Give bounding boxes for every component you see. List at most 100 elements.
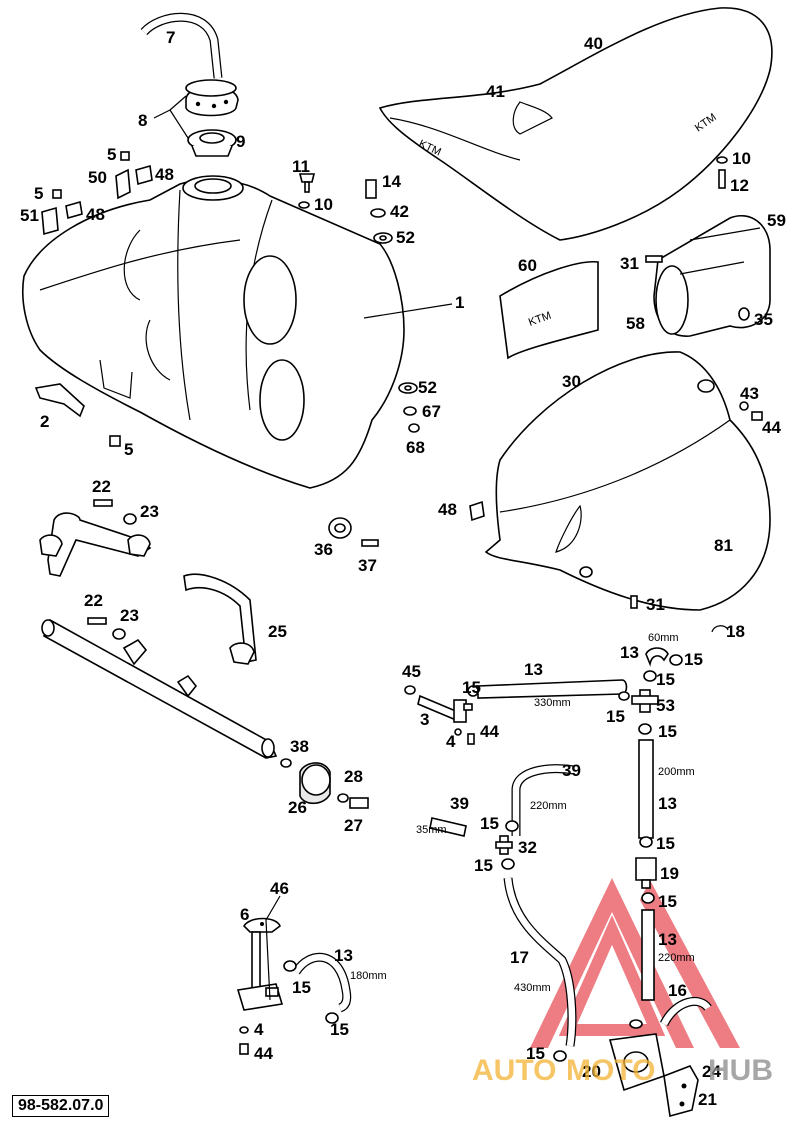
label-15: 15	[526, 1044, 545, 1063]
label-50: 50	[88, 168, 107, 187]
label-23: 23	[120, 606, 139, 625]
dim-60mm: 60mm	[648, 632, 679, 644]
label-3: 3	[420, 710, 429, 729]
label-4: 4	[254, 1020, 264, 1039]
label-44: 44	[762, 418, 781, 437]
fuel-filter-part	[635, 857, 657, 889]
label-13: 13	[658, 794, 677, 813]
hose-clamp	[641, 892, 655, 904]
label-32: 32	[518, 838, 537, 857]
label-11: 11	[292, 157, 310, 176]
label-22: 22	[92, 477, 111, 496]
seat-part: KTM KTM	[378, 7, 773, 241]
t-piece-part	[631, 689, 659, 713]
dim-180mm: 180mm	[350, 970, 387, 982]
label-13: 13	[620, 643, 639, 662]
label-31: 31	[620, 254, 639, 273]
label-15: 15	[480, 814, 499, 833]
label-2: 2	[40, 412, 49, 431]
hose-clamp	[639, 836, 653, 848]
dim-430mm: 430mm	[514, 982, 551, 994]
vent-hose-part	[140, 12, 223, 79]
label-48: 48	[86, 205, 105, 224]
label-38: 38	[290, 737, 309, 756]
hose-35mm	[429, 817, 467, 837]
hose-clamp	[501, 858, 515, 870]
label-13: 13	[658, 930, 677, 949]
label-20: 20	[582, 1062, 601, 1081]
label-44: 44	[254, 1044, 273, 1063]
label-23: 23	[140, 502, 159, 521]
label-35: 35	[754, 310, 773, 329]
label-41: 41	[486, 82, 505, 101]
label-13: 13	[524, 660, 543, 679]
label-44: 44	[480, 722, 499, 741]
dim-220mm: 220mm	[530, 800, 567, 812]
drawing-code: 98-582.07.0	[12, 1095, 110, 1117]
fuel-tank-part	[21, 175, 405, 489]
tank-bracket-frame-part	[39, 512, 278, 759]
seat-bolt-part	[716, 156, 728, 189]
hose-clamp	[638, 723, 652, 735]
label-67: 67	[422, 402, 441, 421]
side-cover-part	[484, 351, 771, 611]
dim-330mm: 330mm	[534, 697, 571, 709]
clip-screws-part	[41, 151, 153, 236]
label-7: 7	[166, 28, 175, 47]
label-15: 15	[292, 978, 311, 997]
rubber-mount-part	[280, 758, 369, 809]
fuel-pump-part	[553, 1019, 665, 1092]
label-5: 5	[34, 184, 43, 203]
label-51: 51	[20, 206, 39, 225]
label-60: 60	[518, 256, 537, 275]
label-58: 58	[626, 314, 645, 333]
label-15: 15	[474, 856, 493, 875]
fuel-hose-430mm	[503, 877, 577, 1047]
label-28: 28	[344, 767, 363, 786]
label-16: 16	[668, 981, 687, 1000]
label-26: 26	[288, 798, 307, 817]
label-15: 15	[606, 707, 625, 726]
label-48: 48	[438, 500, 457, 519]
label-31: 31	[646, 595, 665, 614]
label-5: 5	[107, 145, 116, 164]
label-53: 53	[656, 696, 675, 715]
fuel-hose-330mm	[477, 679, 628, 699]
cover-bolts-part	[469, 401, 763, 609]
label-24: 24	[702, 1062, 721, 1081]
label-68: 68	[406, 438, 425, 457]
label-42: 42	[390, 202, 409, 221]
label-21: 21	[698, 1090, 717, 1109]
label-6: 6	[240, 905, 249, 924]
label-5: 5	[124, 440, 133, 459]
watermark-triangle-logo	[530, 878, 740, 1048]
callout-labels: 7 8 9 5 50 48 5 51 48 11 10 14 42 52 1 5…	[20, 28, 786, 1109]
label-19: 19	[660, 864, 679, 883]
rubber-buffer-part	[328, 517, 379, 547]
pump-bracket-part	[663, 1065, 699, 1118]
bracket-part	[34, 383, 121, 447]
label-25: 25	[268, 622, 287, 641]
label-37: 37	[358, 556, 377, 575]
label-59: 59	[767, 211, 786, 230]
vent-hose-16	[659, 996, 712, 1027]
label-15: 15	[462, 678, 481, 697]
tank-bolts-part	[298, 173, 420, 433]
decal-part: KTM	[499, 261, 599, 360]
label-45: 45	[402, 662, 421, 681]
label-15: 15	[658, 722, 677, 741]
hose-clamp	[618, 691, 630, 701]
watermark-hub: HUB	[708, 1054, 773, 1087]
label-27: 27	[344, 816, 363, 835]
label-10: 10	[314, 195, 333, 214]
hose-220mm-curved	[511, 764, 575, 836]
label-12: 12	[730, 176, 749, 195]
label-8: 8	[138, 111, 147, 130]
petcock-hose-180mm	[283, 952, 352, 1024]
label-9: 9	[236, 132, 245, 151]
label-22: 22	[84, 591, 103, 610]
label-40: 40	[584, 34, 603, 53]
dimension-labels: 60mm 330mm 200mm 220mm 35mm 220mm 430mm …	[350, 632, 695, 994]
